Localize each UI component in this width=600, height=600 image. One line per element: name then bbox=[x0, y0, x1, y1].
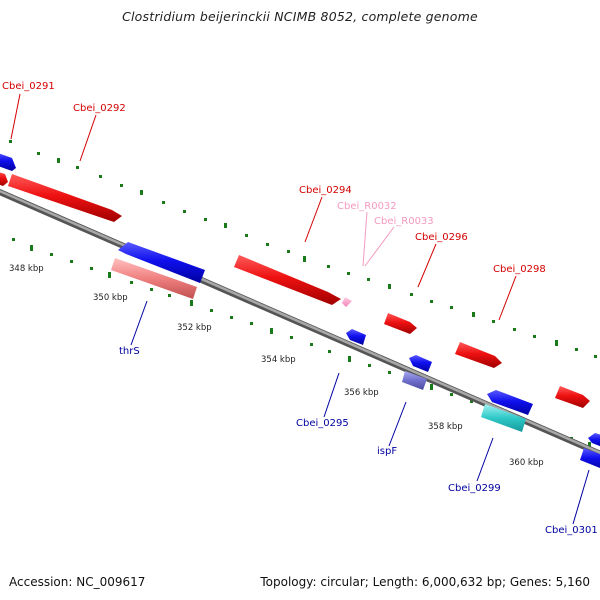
label-cbei-0294[interactable]: Cbei_0294 bbox=[299, 185, 352, 196]
label-cbei-r0033[interactable]: Cbei_R0033 bbox=[374, 216, 434, 227]
scale-label: 352 kbp bbox=[177, 323, 212, 333]
label-cbei-0299[interactable]: Cbei_0299 bbox=[448, 483, 501, 494]
scale-label: 356 kbp bbox=[344, 388, 379, 398]
lower-gene-labels: thrS Cbei_0295 ispF Cbei_0299 Cbei_0301 bbox=[119, 346, 598, 536]
accession-info: Accession: NC_009617 bbox=[9, 575, 146, 589]
label-cbei-0292[interactable]: Cbei_0292 bbox=[73, 103, 126, 114]
cds-right-edge-a[interactable] bbox=[588, 433, 600, 448]
label-cbei-0298[interactable]: Cbei_0298 bbox=[493, 264, 546, 275]
label-cbei-r0032[interactable]: Cbei_R0032 bbox=[337, 201, 397, 212]
upper-tick-track bbox=[9, 140, 597, 358]
cds-cbei-0296[interactable] bbox=[384, 313, 417, 334]
trna-thrS[interactable] bbox=[111, 258, 197, 299]
feature-cbei-0299[interactable] bbox=[481, 404, 526, 432]
upper-gene-labels: Cbei_0291 Cbei_0292 Cbei_0294 Cbei_R0032… bbox=[2, 81, 546, 275]
cds-cbei-0294[interactable] bbox=[234, 255, 341, 305]
label-cbei-0301[interactable]: Cbei_0301 bbox=[545, 525, 598, 536]
genome-summary: Topology: circular; Length: 6,000,632 bp… bbox=[260, 575, 590, 589]
cds-ispF-upper-rev[interactable] bbox=[409, 355, 432, 372]
rrna-cbei-r0032[interactable] bbox=[342, 297, 352, 307]
map-title: Clostridium beijerinckii NCIMB 8052, com… bbox=[122, 9, 478, 24]
label-ispF[interactable]: ispF bbox=[377, 446, 397, 457]
scale-label: 360 kbp bbox=[509, 458, 544, 468]
cds-left-edge[interactable] bbox=[0, 171, 8, 186]
reverse-features bbox=[0, 152, 600, 470]
label-cbei-0295[interactable]: Cbei_0295 bbox=[296, 418, 349, 429]
cds-cbei-0292[interactable] bbox=[8, 174, 122, 222]
scale-labels: 348 kbp 350 kbp 352 kbp 354 kbp 356 kbp … bbox=[9, 264, 544, 468]
scale-label: 348 kbp bbox=[9, 264, 44, 274]
cds-cbei-0291-rev[interactable] bbox=[0, 152, 16, 171]
label-thrS[interactable]: thrS bbox=[119, 346, 140, 357]
cds-thrS-rev[interactable] bbox=[118, 242, 205, 283]
cds-cbei-0301-rev[interactable] bbox=[580, 448, 600, 470]
cds-cbei-0295-rev[interactable] bbox=[346, 329, 366, 345]
cds-cbei-0300[interactable] bbox=[555, 386, 590, 408]
scale-label: 350 kbp bbox=[93, 293, 128, 303]
cds-cbei-0298[interactable] bbox=[455, 342, 502, 368]
scale-label: 358 kbp bbox=[428, 422, 463, 432]
misc-ispF[interactable] bbox=[402, 371, 427, 390]
scale-label: 354 kbp bbox=[261, 355, 296, 365]
cds-cbei-0299-rev[interactable] bbox=[487, 390, 533, 415]
label-leaders bbox=[10, 93, 590, 525]
label-cbei-0296[interactable]: Cbei_0296 bbox=[415, 232, 468, 243]
forward-features bbox=[0, 171, 590, 408]
label-cbei-0291[interactable]: Cbei_0291 bbox=[2, 81, 55, 92]
